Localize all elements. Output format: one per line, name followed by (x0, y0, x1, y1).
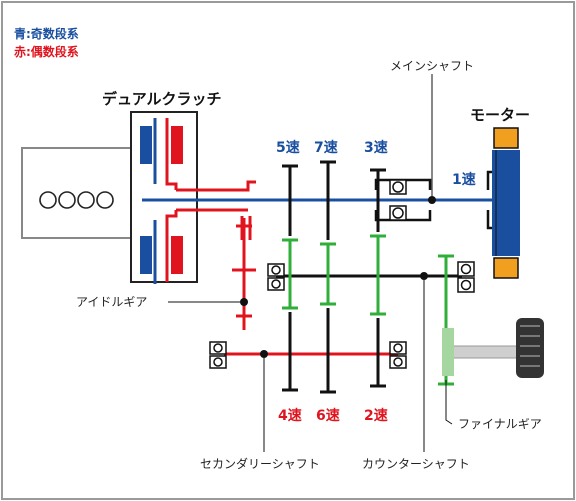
secondary-bearings (209, 341, 407, 369)
secondary-shaft-dot (260, 350, 268, 358)
gear-4-label: 4速 (278, 407, 302, 424)
gear-2-label: 2速 (364, 407, 388, 424)
legend-even: 赤:偶数段系 (14, 44, 79, 59)
secondary-shaft-label: セカンダリーシャフト (200, 456, 320, 471)
final-gear-label: ファイナルギア (458, 417, 542, 431)
dual-clutch (130, 111, 198, 284)
engine (21, 147, 137, 239)
gear-5-label: 5速 (276, 139, 300, 156)
motor (492, 127, 520, 279)
lower-gears (282, 308, 386, 394)
gear-3-label: 3速 (364, 139, 388, 156)
motor-label: モーター (470, 106, 530, 124)
gear-7-label: 7速 (314, 139, 338, 156)
idle-gear-dot (240, 298, 248, 306)
main-shaft-dot (428, 196, 436, 204)
final-drive (442, 318, 544, 378)
main-bearings (374, 178, 432, 222)
even-outer-shaft (176, 180, 256, 240)
counter-bearings (267, 261, 475, 293)
final-gear-leader (445, 380, 453, 425)
main-shaft-label: メインシャフト (390, 59, 474, 73)
counter-shaft-label: カウンターシャフト (362, 457, 470, 471)
counter-shaft-dot (420, 272, 428, 280)
legend-odd: 青:奇数段系 (14, 26, 79, 41)
dual-clutch-label: デュアルクラッチ (102, 90, 222, 108)
gear-6-label: 6速 (316, 407, 340, 424)
idle-gear-label: アイドルギア (76, 295, 147, 309)
gear-1-label: 1速 (452, 171, 476, 188)
idle-gear (232, 218, 256, 330)
